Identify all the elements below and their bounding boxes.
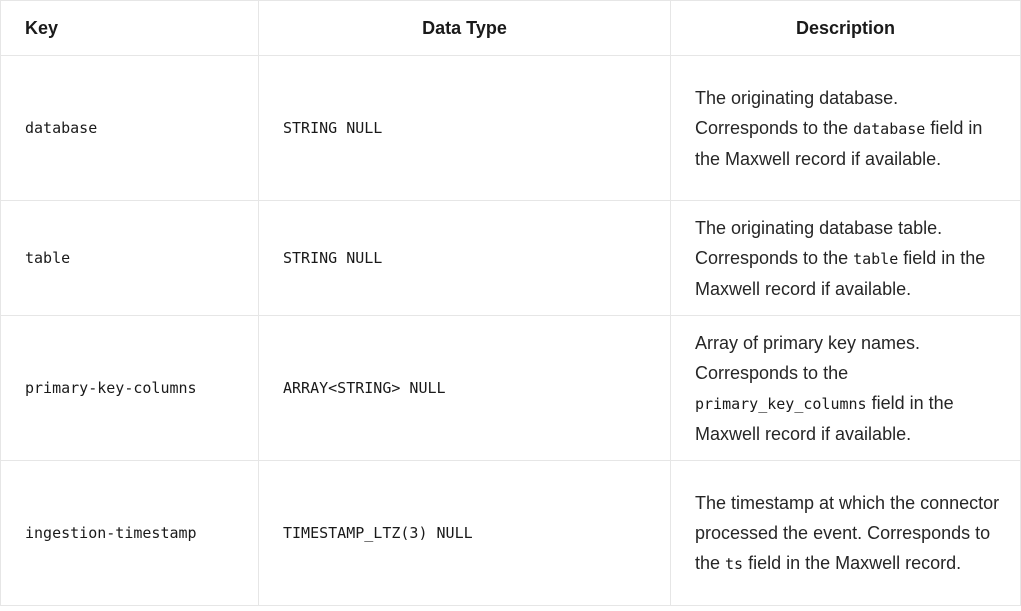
- description-text: field in the Maxwell record if available…: [695, 247, 986, 299]
- description-text: Array of primary key names. Corresponds …: [695, 332, 921, 383]
- key-cell: database: [0, 55, 259, 201]
- description-text: field in the Maxwell record if available…: [695, 392, 954, 444]
- type-cell: ARRAY<STRING> NULL: [258, 315, 671, 461]
- description-cell: The timestamp at which the connector pro…: [670, 460, 1021, 606]
- header-description: Description: [670, 0, 1021, 56]
- type-cell: STRING NULL: [258, 200, 671, 316]
- description-text: field in the Maxwell record.: [743, 552, 962, 573]
- description-text: field in the Maxwell record if available…: [695, 117, 983, 169]
- header-data-type: Data Type: [258, 0, 671, 56]
- description-code: ts: [725, 554, 744, 573]
- description-text: The originating database. Corresponds to…: [695, 87, 899, 138]
- description-cell: The originating database. Corresponds to…: [670, 55, 1021, 201]
- header-key: Key: [0, 0, 259, 56]
- type-cell: STRING NULL: [258, 55, 671, 201]
- description-text: The timestamp at which the connector pro…: [695, 492, 1000, 573]
- header-row: Key Data Type Description: [0, 0, 1021, 56]
- key-cell: primary-key-columns: [0, 315, 259, 461]
- description-cell: Array of primary key names. Corresponds …: [670, 315, 1021, 461]
- table-row: database STRING NULL The originating dat…: [0, 55, 1021, 201]
- table-row: table STRING NULL The originating databa…: [0, 200, 1021, 316]
- description-code: database: [853, 119, 926, 138]
- description-text: The originating database table. Correspo…: [695, 217, 943, 268]
- key-cell: ingestion-timestamp: [0, 460, 259, 606]
- description-cell: The originating database table. Correspo…: [670, 200, 1021, 316]
- description-code: primary_key_columns: [695, 394, 867, 413]
- type-cell: TIMESTAMP_LTZ(3) NULL: [258, 460, 671, 606]
- table-row: ingestion-timestamp TIMESTAMP_LTZ(3) NUL…: [0, 460, 1021, 606]
- table-row: primary-key-columns ARRAY<STRING> NULL A…: [0, 315, 1021, 461]
- description-code: table: [853, 249, 899, 268]
- key-cell: table: [0, 200, 259, 316]
